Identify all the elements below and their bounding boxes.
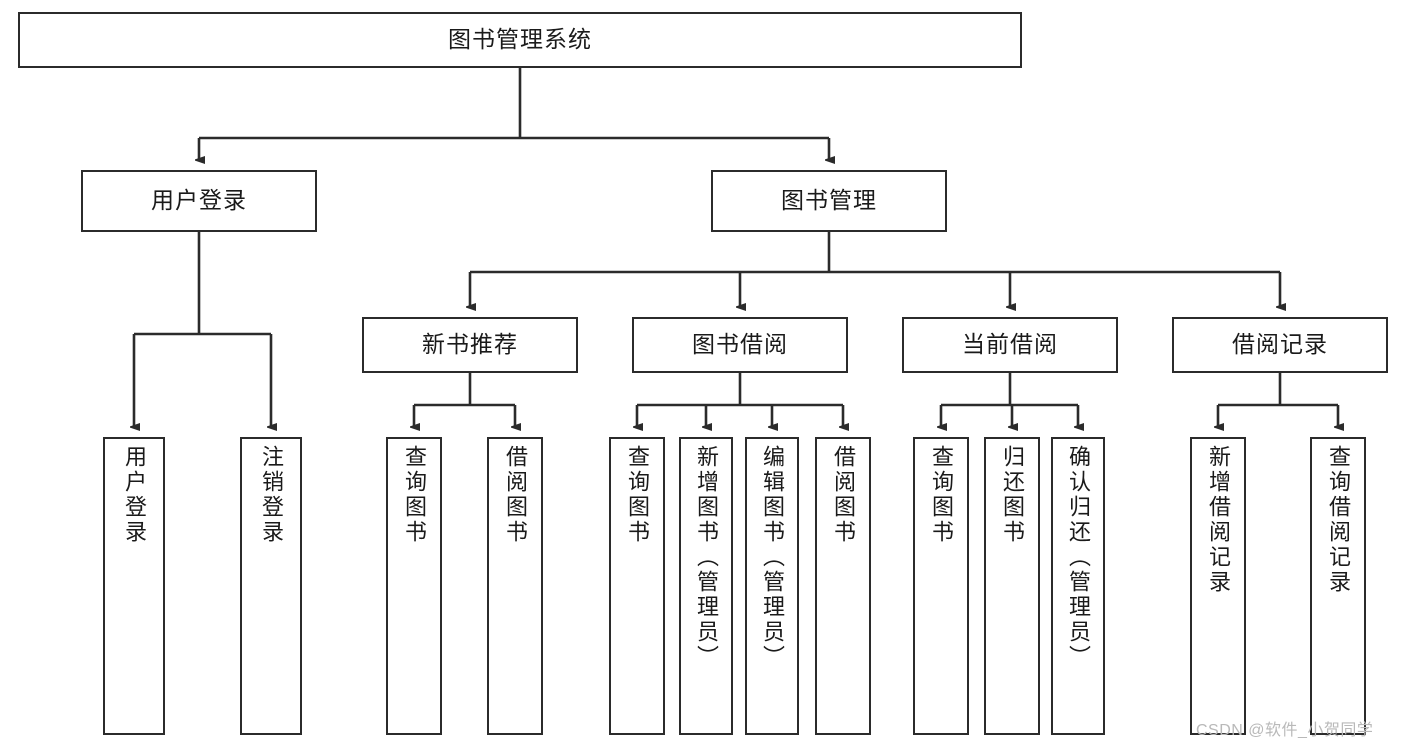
leaf-borrow-book-label: 借阅图书 bbox=[830, 445, 856, 545]
csdn-watermark: CSDN @软件_小贺同学 bbox=[1196, 722, 1374, 739]
leaf-edit-book-admin[interactable]: 编辑图书（管理员） bbox=[745, 437, 799, 735]
node-book-management[interactable]: 图书管理 bbox=[711, 170, 947, 232]
node-book-management-label: 图书管理 bbox=[781, 187, 877, 214]
leaf-query-book-recommend-label: 查询图书 bbox=[401, 445, 427, 545]
leaf-add-book-admin[interactable]: 新增图书（管理员） bbox=[679, 437, 733, 735]
leaf-edit-book-admin-label: 编辑图书（管理员） bbox=[759, 445, 785, 670]
leaf-query-book-recommend[interactable]: 查询图书 bbox=[386, 437, 442, 735]
leaf-borrow-book-recommend[interactable]: 借阅图书 bbox=[487, 437, 543, 735]
leaf-logout[interactable]: 注销登录 bbox=[240, 437, 302, 735]
leaf-add-book-admin-label: 新增图书（管理员） bbox=[693, 445, 719, 670]
leaf-query-book-borrow[interactable]: 查询图书 bbox=[609, 437, 665, 735]
leaf-borrow-book[interactable]: 借阅图书 bbox=[815, 437, 871, 735]
leaf-confirm-return-admin[interactable]: 确认归还（管理员） bbox=[1051, 437, 1105, 735]
leaf-add-borrow-record[interactable]: 新增借阅记录 bbox=[1190, 437, 1246, 735]
node-root[interactable]: 图书管理系统 bbox=[18, 12, 1022, 68]
node-root-label: 图书管理系统 bbox=[448, 26, 592, 53]
leaf-user-login[interactable]: 用户登录 bbox=[103, 437, 165, 735]
leaf-user-login-label: 用户登录 bbox=[121, 445, 147, 545]
leaf-query-book-current-label: 查询图书 bbox=[928, 445, 954, 545]
leaf-query-book-current[interactable]: 查询图书 bbox=[913, 437, 969, 735]
node-new-book-recommend[interactable]: 新书推荐 bbox=[362, 317, 578, 373]
node-book-borrow-label: 图书借阅 bbox=[692, 331, 788, 358]
node-user-login[interactable]: 用户登录 bbox=[81, 170, 317, 232]
leaf-return-book-label: 归还图书 bbox=[999, 445, 1025, 545]
leaf-query-borrow-record[interactable]: 查询借阅记录 bbox=[1310, 437, 1366, 735]
node-current-borrow-label: 当前借阅 bbox=[962, 331, 1058, 358]
node-borrow-record[interactable]: 借阅记录 bbox=[1172, 317, 1388, 373]
node-user-login-label: 用户登录 bbox=[151, 187, 247, 214]
leaf-return-book[interactable]: 归还图书 bbox=[984, 437, 1040, 735]
leaf-borrow-book-recommend-label: 借阅图书 bbox=[502, 445, 528, 545]
leaf-add-borrow-record-label: 新增借阅记录 bbox=[1205, 445, 1231, 595]
leaf-query-book-borrow-label: 查询图书 bbox=[624, 445, 650, 545]
leaf-logout-label: 注销登录 bbox=[258, 445, 284, 545]
node-borrow-record-label: 借阅记录 bbox=[1232, 331, 1328, 358]
node-book-borrow[interactable]: 图书借阅 bbox=[632, 317, 848, 373]
node-current-borrow[interactable]: 当前借阅 bbox=[902, 317, 1118, 373]
node-new-book-recommend-label: 新书推荐 bbox=[422, 331, 518, 358]
leaf-query-borrow-record-label: 查询借阅记录 bbox=[1325, 445, 1351, 595]
leaf-confirm-return-admin-label: 确认归还（管理员） bbox=[1065, 445, 1091, 670]
